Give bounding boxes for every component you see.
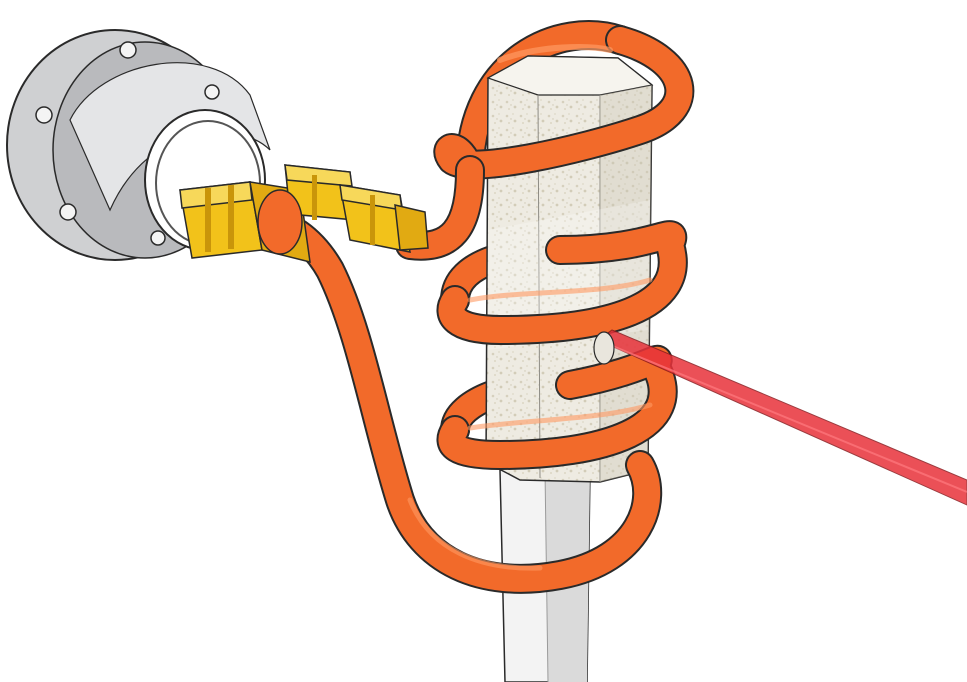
apparatus-illustration [0, 0, 967, 682]
